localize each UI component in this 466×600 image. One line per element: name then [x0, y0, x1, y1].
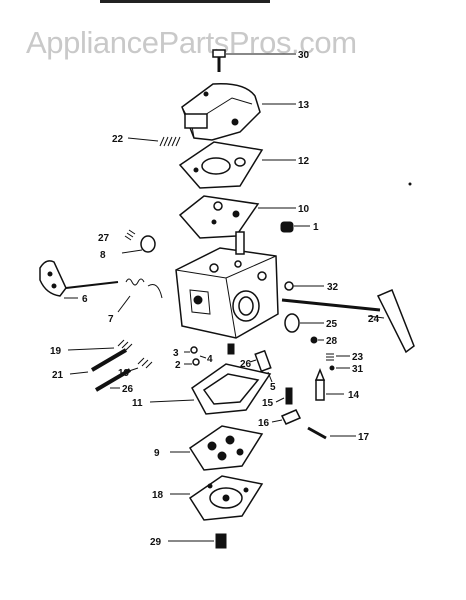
callout-27: 27	[98, 233, 110, 244]
callout-22: 22	[112, 134, 124, 145]
part-23-31-screws	[326, 353, 350, 371]
callout-15: 15	[262, 398, 274, 409]
part-22-spring	[127, 136, 181, 147]
callout-25: 25	[326, 319, 338, 330]
callout-5: 5	[270, 382, 276, 393]
part-1-plug	[280, 221, 310, 233]
callout-10: 10	[298, 204, 310, 215]
part-11-gasket	[149, 363, 272, 415]
callout-26b: 26	[240, 359, 252, 370]
callout-32: 32	[327, 282, 339, 293]
callout-28: 28	[326, 336, 338, 347]
part-19-needle-upper	[67, 339, 133, 351]
callout-31: 31	[352, 364, 364, 375]
callout-3: 3	[173, 348, 179, 359]
part-9-gasket	[170, 425, 264, 471]
part-13-pump-cover	[181, 83, 296, 141]
watermark: AppliancePartsPros.com	[26, 25, 357, 60]
callout-4: 4	[207, 354, 213, 365]
part-15-spring	[275, 387, 293, 405]
callout-12: 12	[298, 156, 310, 167]
part-7-spring	[117, 278, 163, 313]
callout-1: 1	[313, 222, 319, 233]
part-28-screw	[310, 336, 324, 344]
part-17-pin	[307, 426, 356, 440]
carburetor-body	[175, 231, 279, 339]
callout-18: 18	[152, 490, 164, 501]
stray-mark	[408, 182, 412, 186]
part-8-disc	[121, 235, 156, 254]
part-16-lever	[271, 409, 302, 425]
callout-13: 13	[298, 100, 310, 111]
callout-23: 23	[352, 352, 364, 363]
callout-7: 7	[108, 314, 114, 325]
callout-8: 8	[100, 250, 106, 261]
callout-24: 24	[368, 314, 380, 325]
callout-11: 11	[132, 398, 143, 409]
callout-2: 2	[175, 360, 181, 371]
cropped-top-text	[100, 0, 270, 3]
callout-29: 29	[150, 537, 162, 548]
part-21-needle	[69, 348, 128, 375]
callout-17: 17	[358, 432, 370, 443]
part-3-4-2-small-parts	[184, 343, 235, 366]
callout-21: 21	[52, 370, 64, 381]
part-14-inlet-needle	[314, 367, 344, 401]
part-6-throttle-lever	[39, 260, 119, 299]
callout-30: 30	[298, 50, 310, 61]
callout-6: 6	[82, 294, 88, 305]
part-29-screw	[168, 533, 227, 549]
part-25-choke-plate	[284, 313, 324, 333]
part-24-choke-shaft	[281, 289, 415, 354]
part-18-plate	[170, 475, 264, 521]
part-20-needle	[94, 368, 132, 392]
part-30-screw	[212, 49, 296, 72]
callout-9: 9	[154, 448, 160, 459]
part-27-screw	[124, 229, 136, 241]
part-26-5-parts	[249, 349, 273, 383]
part-32-clip	[284, 281, 324, 291]
callout-26: 26	[122, 384, 134, 395]
part-12-gasket	[178, 141, 296, 189]
callout-19a: 19	[50, 346, 62, 357]
callout-16: 16	[258, 418, 270, 429]
part-10-diaphragm	[178, 195, 296, 239]
callout-14: 14	[348, 390, 360, 401]
